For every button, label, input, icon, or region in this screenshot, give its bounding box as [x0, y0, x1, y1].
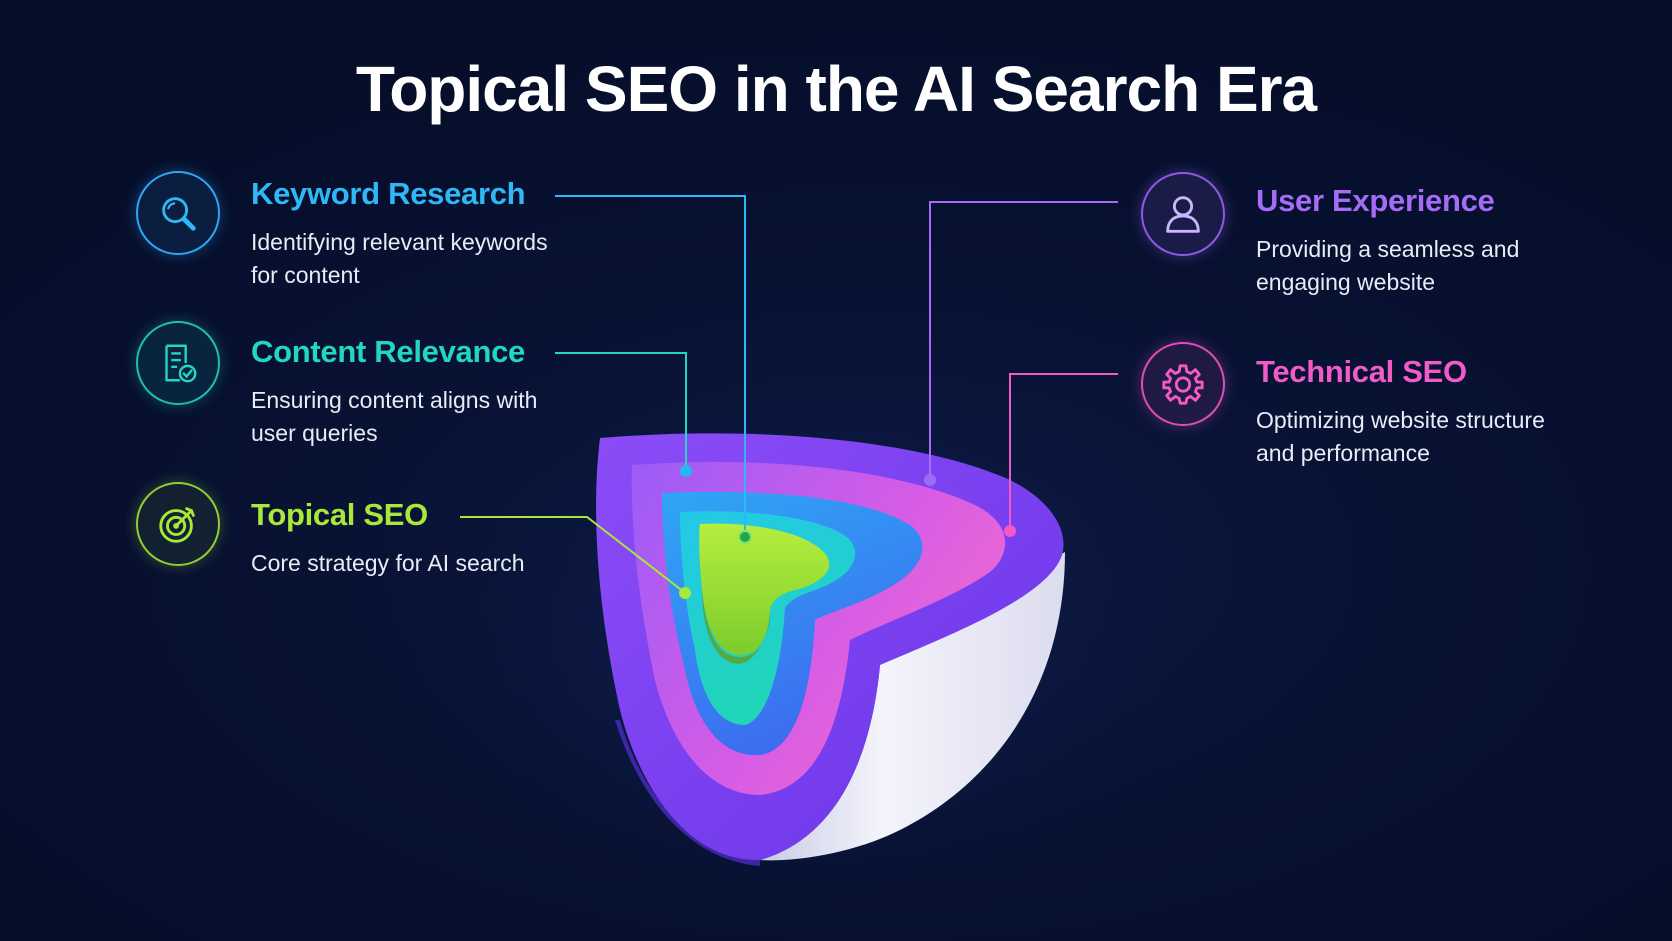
connector-content-relevance	[555, 352, 687, 471]
topical-seo-description: Core strategy for AI search	[251, 550, 525, 576]
connector-user-experience	[929, 201, 1118, 480]
connector-dot-technical-seo	[1004, 525, 1016, 537]
topical-seo-title: Topical SEO	[251, 497, 428, 532]
document-check-icon	[136, 321, 220, 405]
connector-dot-keyword-research	[738, 530, 752, 544]
keyword-research-title: Keyword Research	[251, 176, 526, 211]
user-icon	[1141, 172, 1225, 256]
gear-icon	[1141, 342, 1225, 426]
search-icon	[136, 171, 220, 255]
connector-topical-seo	[460, 516, 685, 593]
connector-dot-user-experience	[924, 474, 936, 486]
user-experience-description: Providing a seamless and engaging websit…	[1256, 236, 1520, 295]
connector-dot-content-relevance	[680, 465, 692, 477]
connector-dot-topical-seo	[679, 587, 691, 599]
page-title: Topical SEO in the AI Search Era	[355, 53, 1317, 125]
content-relevance-description: Ensuring content aligns with user querie…	[251, 387, 538, 446]
diagram-core-topical-seo	[699, 523, 830, 655]
target-icon	[136, 482, 220, 566]
connector-technical-seo	[1009, 373, 1118, 531]
keyword-research-description: Identifying relevant keywords for conten…	[251, 229, 548, 288]
technical-seo-description: Optimizing website structure and perform…	[1256, 407, 1545, 466]
diagram-side-wall	[760, 552, 1065, 861]
connector-keyword-research	[555, 195, 746, 537]
user-experience-title: User Experience	[1256, 183, 1495, 218]
content-relevance-title: Content Relevance	[251, 334, 525, 369]
technical-seo-title: Technical SEO	[1256, 354, 1467, 389]
